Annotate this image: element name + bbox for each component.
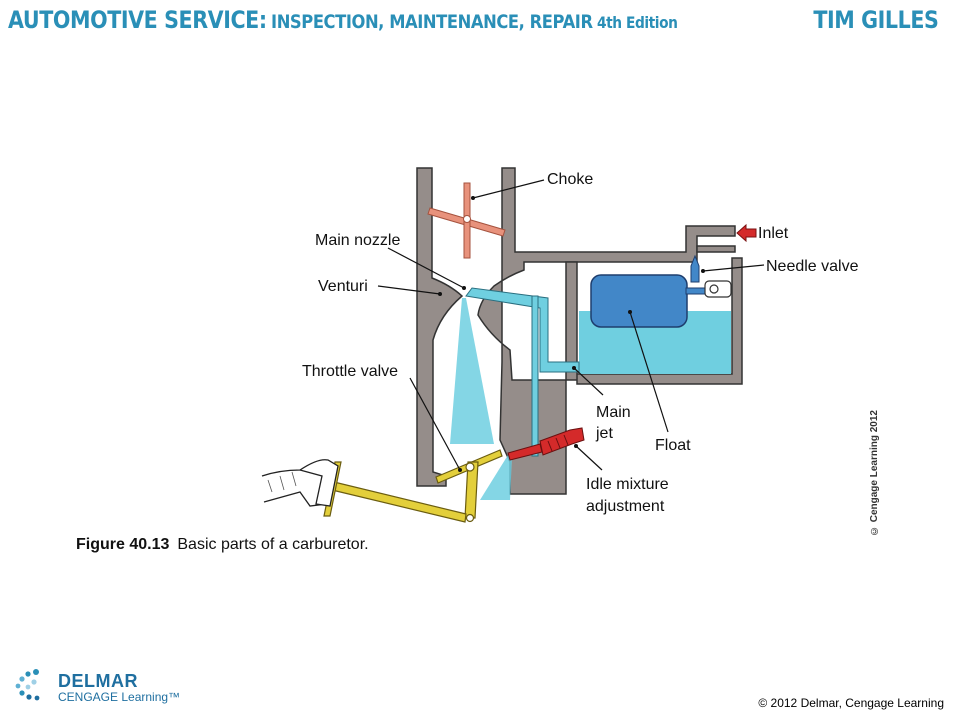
venturi-leader [377, 285, 441, 295]
label-inlet: Inlet [758, 225, 789, 242]
choke-leader [472, 179, 545, 199]
throttle-valve-leader [409, 377, 461, 471]
needle-valve-shape [690, 254, 700, 283]
idle-passage [531, 295, 539, 457]
main-nozzle-leader [387, 247, 465, 289]
float-bowl-wall [565, 245, 743, 385]
label-choke: Choke [547, 171, 593, 188]
label-idle-mixture-2: adjustment [586, 498, 665, 515]
label-main-jet-1: Main [596, 404, 631, 421]
idle-mixture-leader [575, 445, 603, 471]
driver-foot [261, 459, 339, 507]
series-title-main: AUTOMOTIVE SERVICE: [8, 6, 267, 34]
edition-label: 4th Edition [596, 13, 678, 32]
float [590, 274, 688, 328]
needle-valve-leader [702, 264, 765, 272]
choke-plate [427, 182, 506, 259]
idle-mixture-screw [507, 427, 585, 461]
logo-subtitle: CENGAGE Learning™ [58, 690, 181, 704]
throttle-linkage [323, 449, 503, 523]
main-spray [450, 298, 494, 444]
series-title: AUTOMOTIVE SERVICE: INSPECTION, MAINTENA… [8, 6, 678, 36]
label-float: Float [655, 437, 691, 454]
label-needle-valve: Needle valve [766, 258, 859, 275]
figure-number: Figure 40.13 [76, 536, 170, 553]
fuel-passage [465, 287, 580, 373]
label-main-nozzle: Main nozzle [315, 232, 400, 249]
copyright-notice: © 2012 Delmar, Cengage Learning [758, 696, 944, 710]
logo-name: DELMAR [58, 671, 138, 691]
idle-spray [480, 455, 512, 500]
label-venturi: Venturi [318, 278, 368, 295]
author-name: TIM GILLES [812, 6, 939, 34]
inlet-arrow [736, 223, 757, 243]
figure-caption: Figure 40.13 Basic parts of a carburetor. [76, 536, 369, 554]
cengage-watermark: © Cengage Learning 2012 [869, 410, 880, 537]
left-wall [416, 167, 464, 487]
delmar-logo-icon [15, 669, 40, 701]
label-throttle-valve: Throttle valve [302, 363, 398, 380]
label-idle-mixture-1: Idle mixture [586, 476, 669, 493]
label-main-jet-2: jet [595, 425, 613, 442]
float-leader [629, 311, 669, 433]
series-title-sub: INSPECTION, MAINTENANCE, REPAIR [271, 11, 593, 33]
main-jet-leader [573, 367, 604, 396]
figure-caption-text: Basic parts of a carburetor. [177, 536, 369, 553]
